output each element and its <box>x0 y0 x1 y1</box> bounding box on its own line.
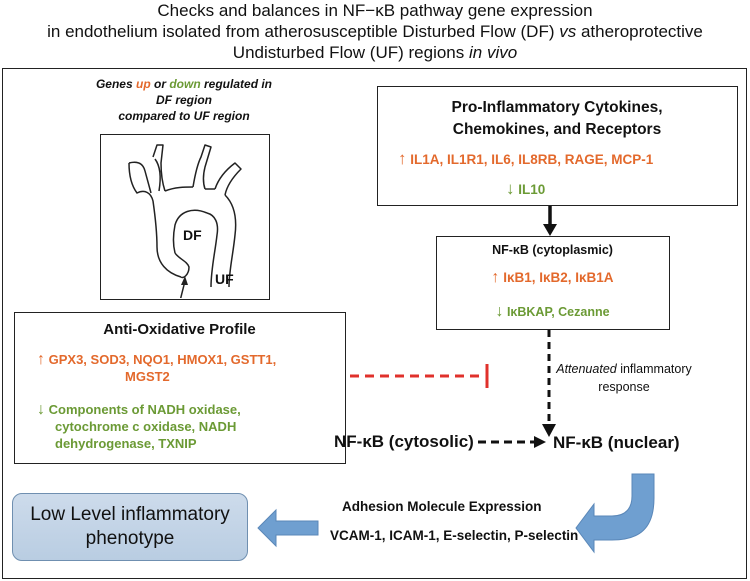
adhesion-to-phenotype-arrow <box>257 508 319 548</box>
df-label: DF <box>183 227 202 243</box>
attenuated-response-label: Attenuated inflammatory response <box>556 362 692 394</box>
nfkb-cytosolic-label: NF-κB (cytosolic) <box>334 432 474 451</box>
low-level-phenotype-box: Low Level inflammatory phenotype <box>12 493 248 561</box>
adhesion-heading: Adhesion Molecule Expression <box>342 499 542 514</box>
title-line-3: Undisturbed Flow (UF) regions in vivo <box>232 43 518 62</box>
nfkb-dashed-arrowhead <box>542 424 556 437</box>
df-pointer-arrowhead <box>181 276 188 285</box>
cytosolic-to-nuclear-arrowhead <box>534 436 546 448</box>
title-line-1: Checks and balances in NF−κB pathway gen… <box>157 1 593 20</box>
antioxidative-heading: Anti-Oxidative Profile <box>103 321 256 338</box>
diagram-frame <box>2 68 747 579</box>
antioxidative-box: Anti-Oxidative Profile ↑ GPX3, SOD3, NQO… <box>14 312 346 464</box>
figure-title: Checks and balances in NF−κB pathway gen… <box>0 0 750 63</box>
nuclear-to-adhesion-arrow <box>575 473 655 554</box>
cytokines-to-nfkb-arrowhead <box>543 224 557 236</box>
aorta-caption: Genes up or down regulated in DF region … <box>95 77 273 123</box>
cytokines-down-list: ↓ IL10 <box>506 179 546 198</box>
nfkb-cytoplasmic-up-list: ↑ IκB1, IκB2, IκB1A <box>491 269 614 286</box>
nfkb-cytoplasmic-down-list: ↓ IκBKAP, Cezanne <box>495 303 610 320</box>
nfkb-nuclear-label: NF-κB (nuclear) <box>553 433 680 452</box>
title-line-2: in endothelium isolated from atherosusce… <box>47 22 703 41</box>
cytokines-up-list: ↑ IL1A, IL1R1, IL6, IL8RB, RAGE, MCP-1 <box>398 149 654 168</box>
cytokines-heading: Pro-Inflammatory Cytokines, Chemokines, … <box>451 99 663 138</box>
nfkb-cytoplasmic-heading: NF-κB (cytoplasmic) <box>492 243 613 257</box>
antioxidative-down-list: ↓ Components of NADH oxidase, cytochrome… <box>37 401 241 451</box>
cytokines-box: Pro-Inflammatory Cytokines, Chemokines, … <box>377 86 738 206</box>
aortic-arch-illustration <box>128 144 242 298</box>
antioxidative-up-list: ↑ GPX3, SOD3, NQO1, HMOX1, GSTT1, MGST2 <box>37 351 277 384</box>
uf-label: UF <box>215 271 234 287</box>
adhesion-molecules: VCAM-1, ICAM-1, E-selectin, P-selectin <box>330 528 579 543</box>
nfkb-cytoplasmic-box: NF-κB (cytoplasmic) ↑ IκB1, IκB2, IκB1A … <box>436 236 670 330</box>
aorta-illustration-box: DF UF <box>100 134 270 300</box>
